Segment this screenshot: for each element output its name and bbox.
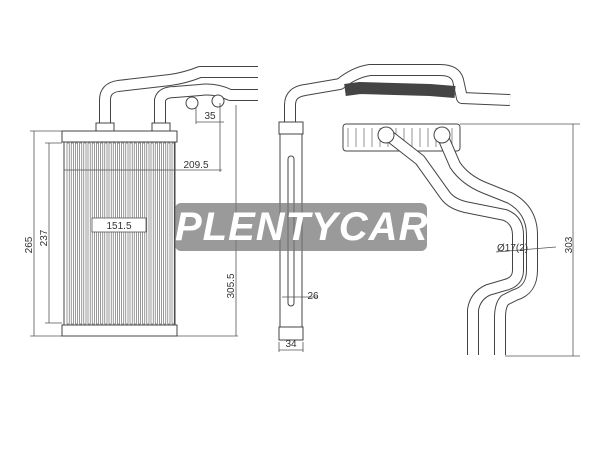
core-tube: [146, 142, 150, 325]
core-width-label: 151.5: [106, 221, 131, 232]
core-tube: [142, 142, 146, 325]
core-tube: [129, 142, 133, 325]
core-tube: [104, 142, 108, 325]
core-tube: [112, 142, 116, 325]
core-tube: [91, 142, 95, 325]
core-tube: [70, 142, 74, 325]
pipe-height-label: 305.5: [226, 273, 237, 298]
pipe-spacing-label: 35: [204, 111, 216, 122]
core-tube: [163, 142, 167, 325]
core-tube: [117, 142, 120, 325]
core-tube: [79, 142, 83, 325]
pipe-reach-label: 209.5: [183, 160, 208, 171]
core-tube: [167, 142, 171, 325]
core-tube: [83, 142, 87, 325]
tank-depth-label: 34: [285, 339, 297, 350]
core-tube: [150, 142, 154, 325]
core-tube: [171, 142, 175, 325]
core-tube: [100, 142, 104, 325]
core-height-label: 237: [39, 229, 50, 246]
top-view: 303 Ø17(2): [342, 123, 580, 357]
core-tube: [133, 142, 137, 325]
core-tube: [87, 142, 91, 325]
core-tube: [159, 142, 162, 325]
core-tube: [121, 142, 125, 325]
watermark-logo: PLENTYCAR: [175, 203, 429, 251]
overall-height-label: 265: [24, 236, 35, 253]
front-view: 151.5 265 237 209.5 35 305.5: [24, 66, 258, 337]
total-length-label: 303: [564, 236, 575, 253]
core-depth-label: 26: [307, 291, 319, 302]
core-tube: [108, 142, 112, 325]
pipe-diameter-label: Ø17(2): [497, 243, 528, 254]
core-tube: [75, 142, 78, 325]
core-tube: [96, 142, 99, 325]
core-tube: [154, 142, 158, 325]
core-tube: [66, 142, 70, 325]
core-tube: [125, 142, 129, 325]
core-tube: [138, 142, 141, 325]
